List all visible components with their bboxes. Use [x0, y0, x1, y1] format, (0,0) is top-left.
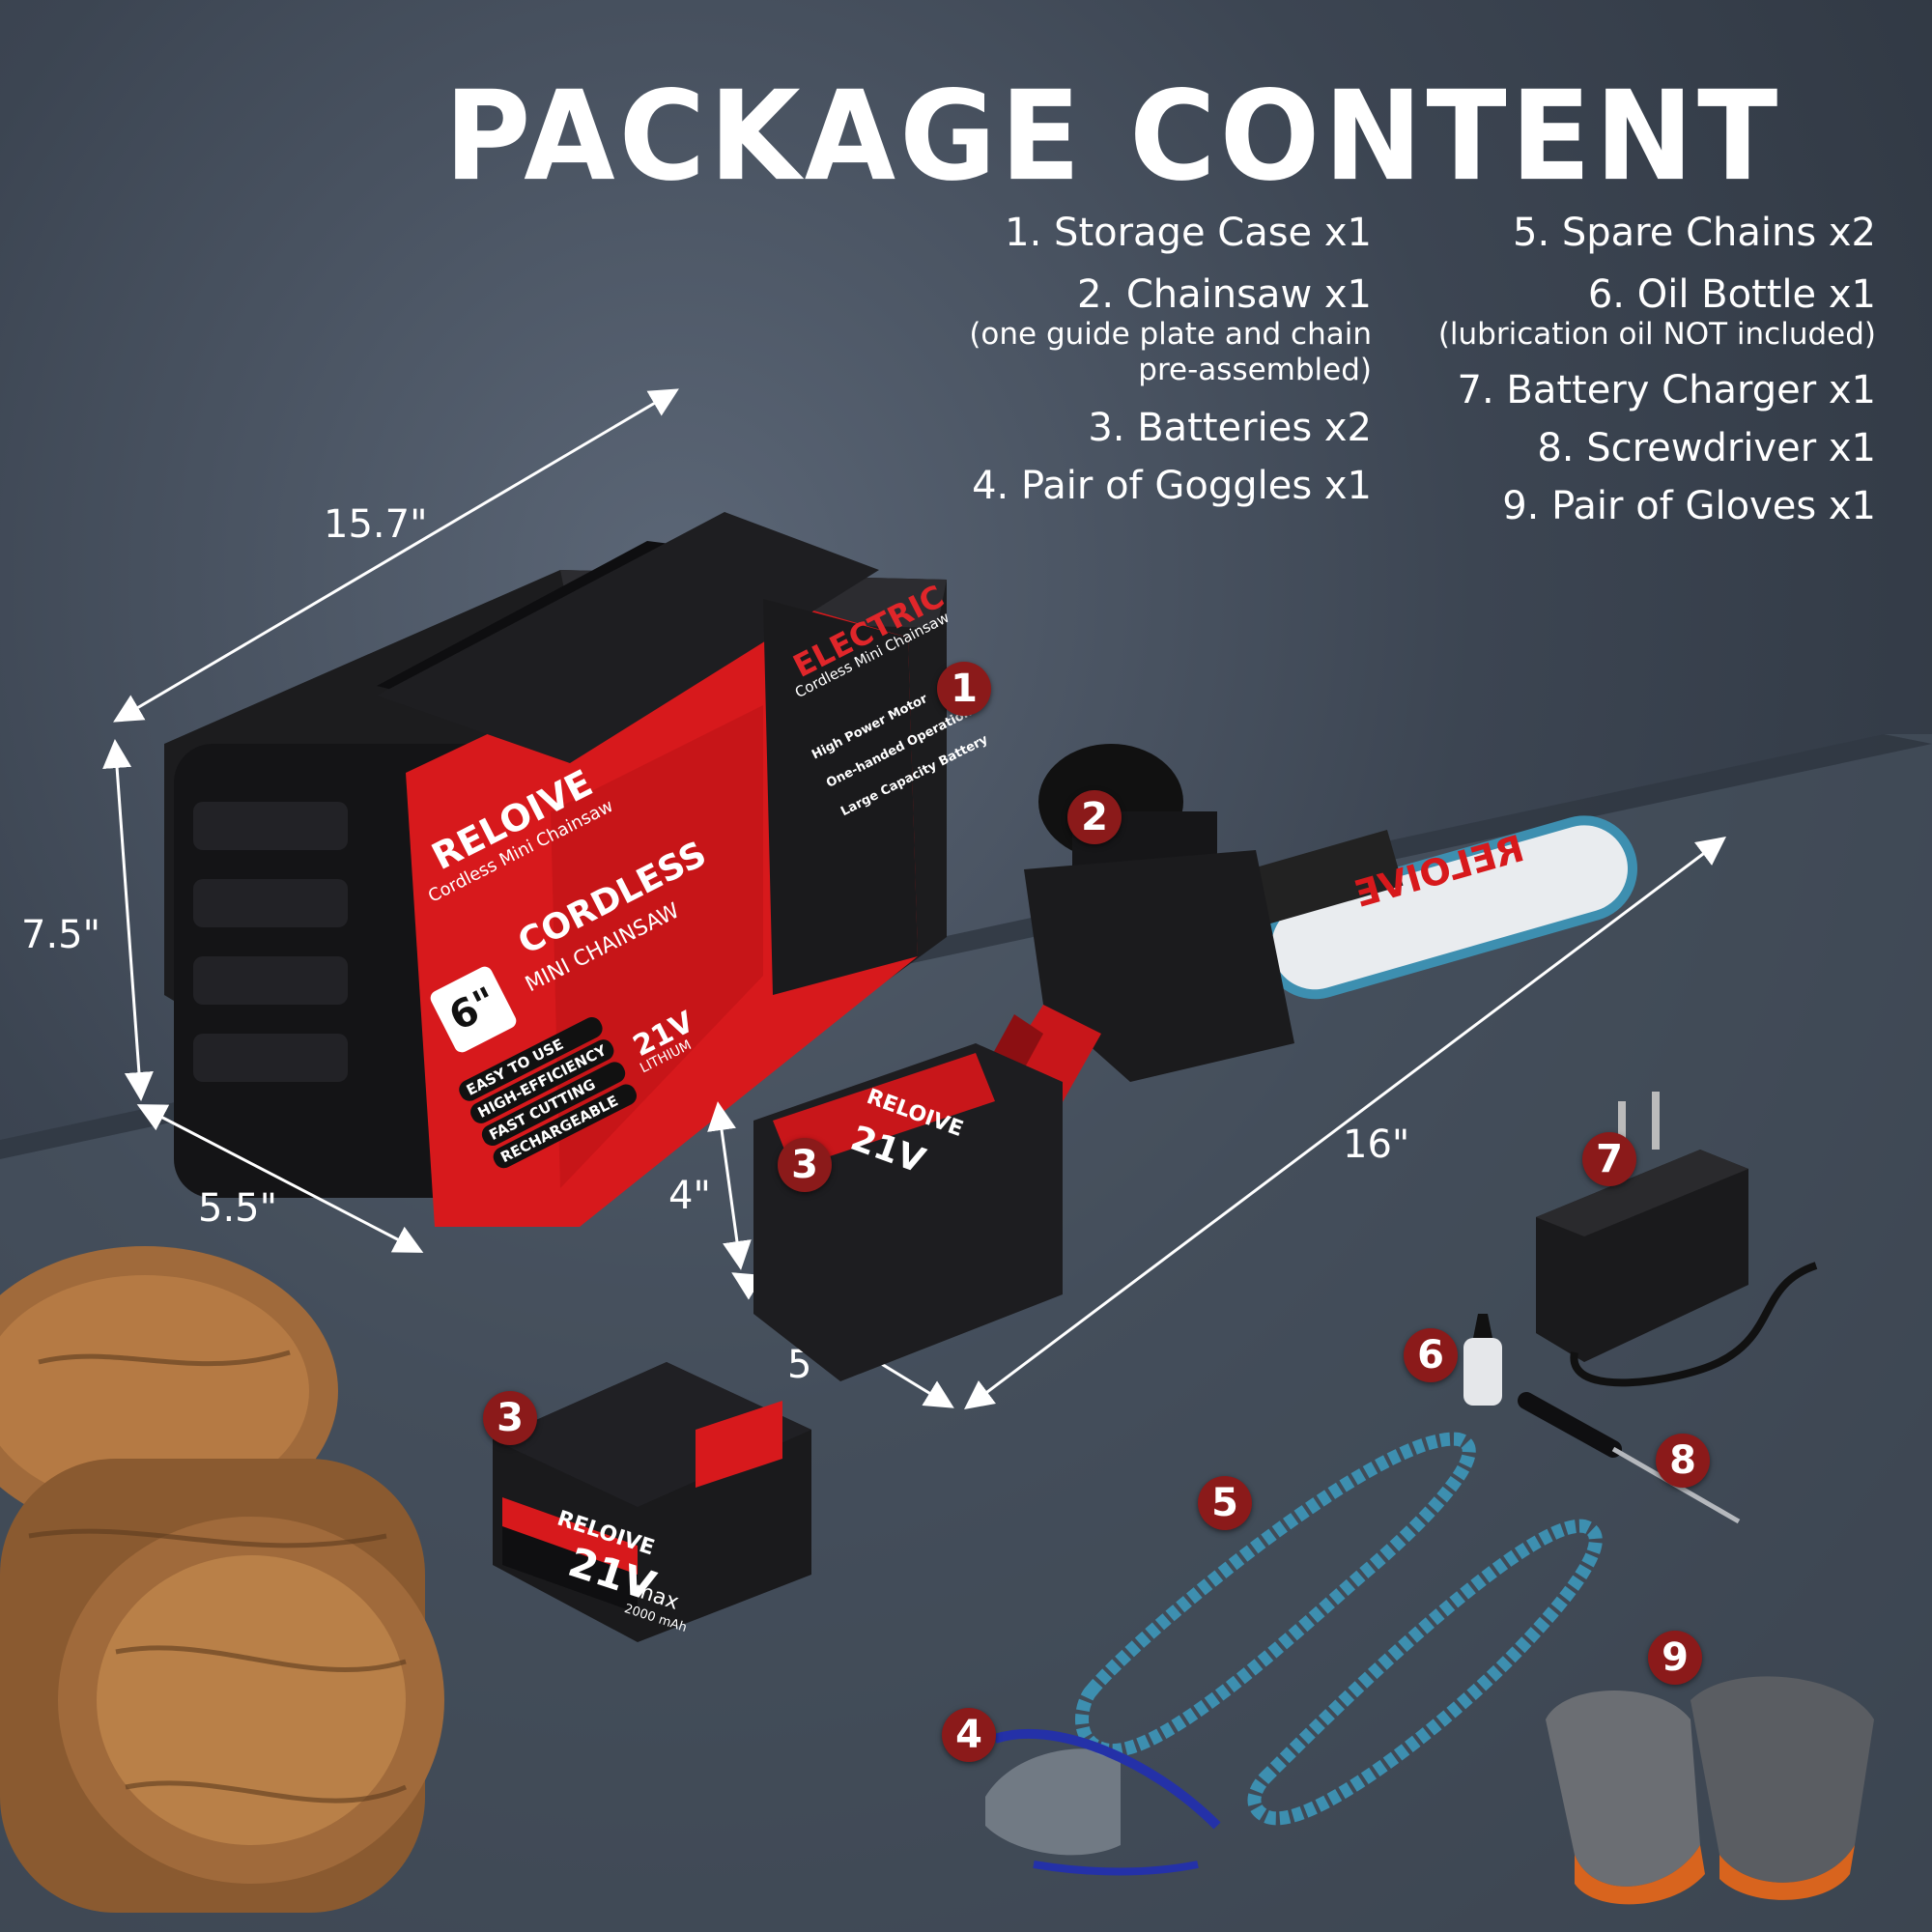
badge-battery-on-saw: 3 — [778, 1138, 832, 1192]
list-item-note: (lubrication oil NOT included) — [1437, 317, 1876, 352]
badge-storage-case: 1 — [937, 662, 991, 716]
list-item: 1. Storage Case x1 — [1005, 211, 1372, 255]
list-item: 9. Pair of Gloves x1 — [1502, 484, 1876, 529]
gloves — [1546, 1676, 1874, 1905]
saw-length-label: 16" — [1343, 1122, 1410, 1167]
wood-logs — [0, 1246, 444, 1913]
badge-chainsaw: 2 — [1067, 790, 1122, 844]
page-title: PACKAGE CONTENT — [444, 64, 1782, 209]
badge-gloves: 9 — [1648, 1631, 1702, 1685]
list-item: 7. Battery Charger x1 — [1457, 368, 1876, 413]
badge-charger: 7 — [1582, 1132, 1636, 1186]
case-length-label: 15.7" — [324, 502, 428, 547]
list-item: 4. Pair of Goggles x1 — [972, 464, 1372, 509]
badge-goggles: 4 — [942, 1708, 996, 1762]
contents-list-right: 5. Spare Chains x2 6. Oil Bottle x1 (lub… — [1438, 211, 1876, 528]
badge-screwdriver: 8 — [1656, 1434, 1710, 1488]
list-item: 3. Batteries x2 — [1088, 406, 1372, 451]
case-height-label: 7.5" — [21, 913, 101, 957]
list-item: 2. Chainsaw x1 — [1076, 272, 1372, 317]
badge-spare-chains: 5 — [1198, 1476, 1252, 1530]
list-item: 6. Oil Bottle x1 — [1587, 272, 1876, 317]
safety-goggles — [985, 1728, 1221, 1876]
spare-battery — [493, 1362, 811, 1642]
battery-height-label: 4" — [668, 1174, 711, 1218]
contents-list-left: 1. Storage Case x1 2. Chainsaw x1 (one g… — [918, 211, 1372, 508]
oil-bottle — [1463, 1314, 1502, 1406]
list-item-note: (one guide plate and chain pre-assembled… — [969, 317, 1372, 388]
list-item: 5. Spare Chains x2 — [1513, 211, 1876, 255]
list-item: 8. Screwdriver x1 — [1537, 426, 1876, 471]
case-width-label: 5.5" — [198, 1186, 278, 1231]
badge-spare-battery: 3 — [483, 1391, 537, 1445]
badge-oil-bottle: 6 — [1404, 1328, 1458, 1382]
battery-charger — [1536, 1092, 1818, 1387]
